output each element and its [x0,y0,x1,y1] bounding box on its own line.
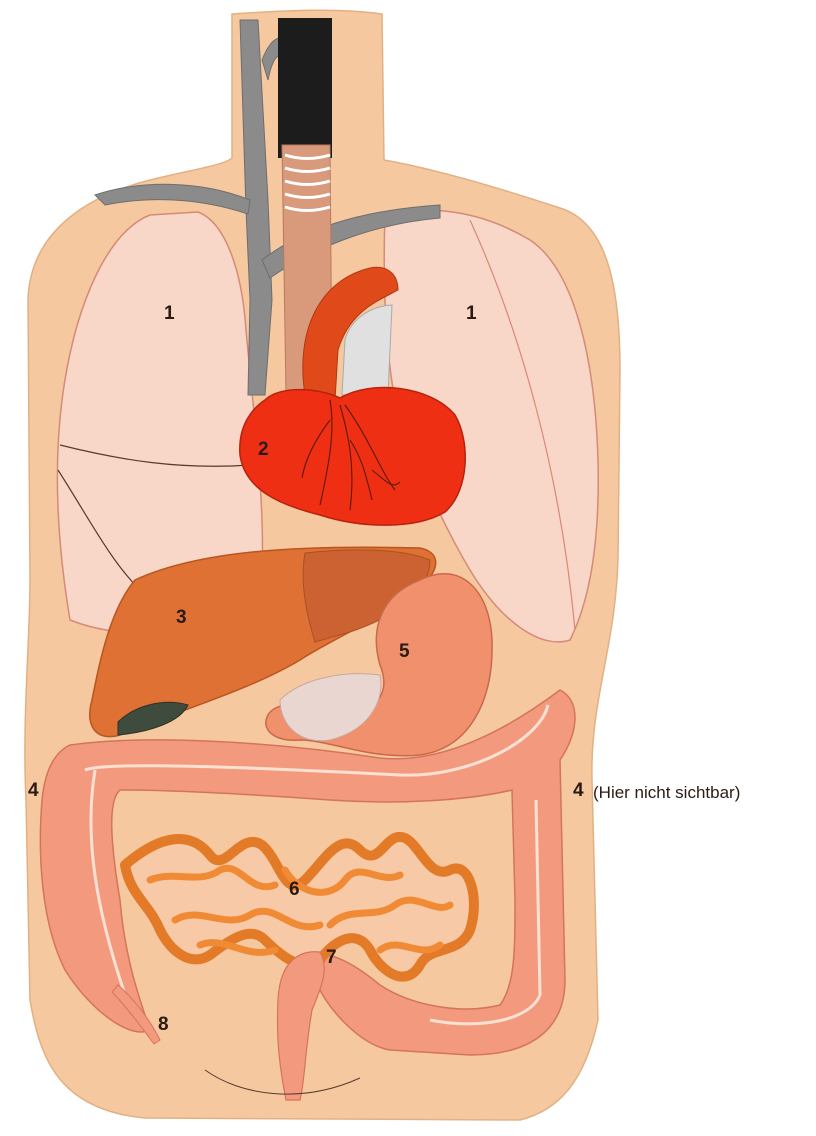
label-colon-right: 4 [28,781,39,800]
label-colon-left: 4 [573,781,584,800]
label-lung-right: 1 [164,304,175,323]
label-heart: 2 [258,440,269,459]
label-small-intestine: 6 [289,880,300,899]
label-appendix: 8 [158,1015,169,1034]
label-lung-left: 1 [466,304,477,323]
label-hidden-note: (Hier nicht sichtbar) [593,784,740,801]
label-rectum: 7 [326,948,337,967]
trachea [278,18,332,158]
label-stomach: 5 [399,642,410,661]
label-liver: 3 [176,608,187,627]
